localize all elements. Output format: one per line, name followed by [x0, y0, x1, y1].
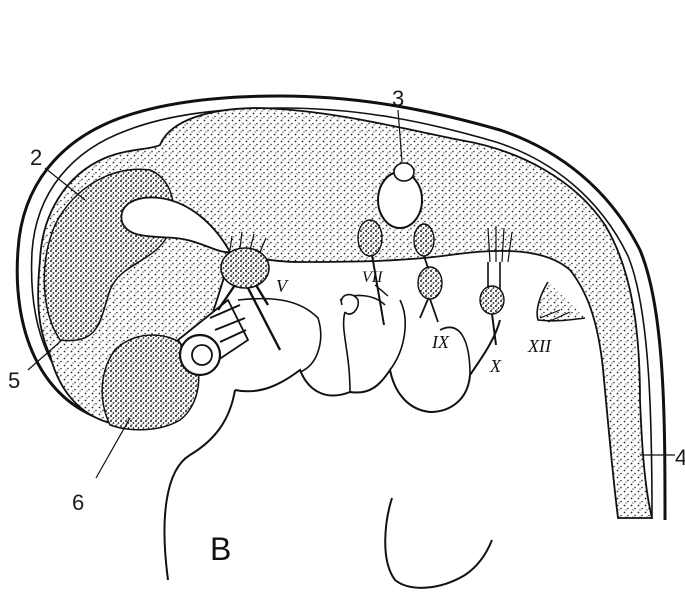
label-4: 4 — [675, 445, 685, 470]
label-6: 6 — [72, 490, 84, 515]
panel-letter: B — [210, 531, 231, 567]
arch-2-loop — [341, 295, 358, 315]
arch-3 — [390, 300, 470, 375]
otic-vesicle-top — [394, 163, 414, 181]
label-nerve-xii: XII — [527, 336, 552, 356]
heart-bulge — [385, 498, 492, 588]
label-nerve-ix: IX — [431, 332, 450, 352]
label-3: 3 — [392, 86, 404, 111]
label-nerve-vii: VII — [362, 269, 383, 286]
arch-1 — [238, 299, 321, 372]
label-5: 5 — [8, 368, 20, 393]
label-nerve-v: V — [276, 276, 289, 296]
hypoglossal-nerve — [537, 282, 585, 322]
leader-6 — [96, 418, 130, 478]
label-2: 2 — [30, 145, 42, 170]
label-nerve-x: X — [489, 356, 502, 376]
